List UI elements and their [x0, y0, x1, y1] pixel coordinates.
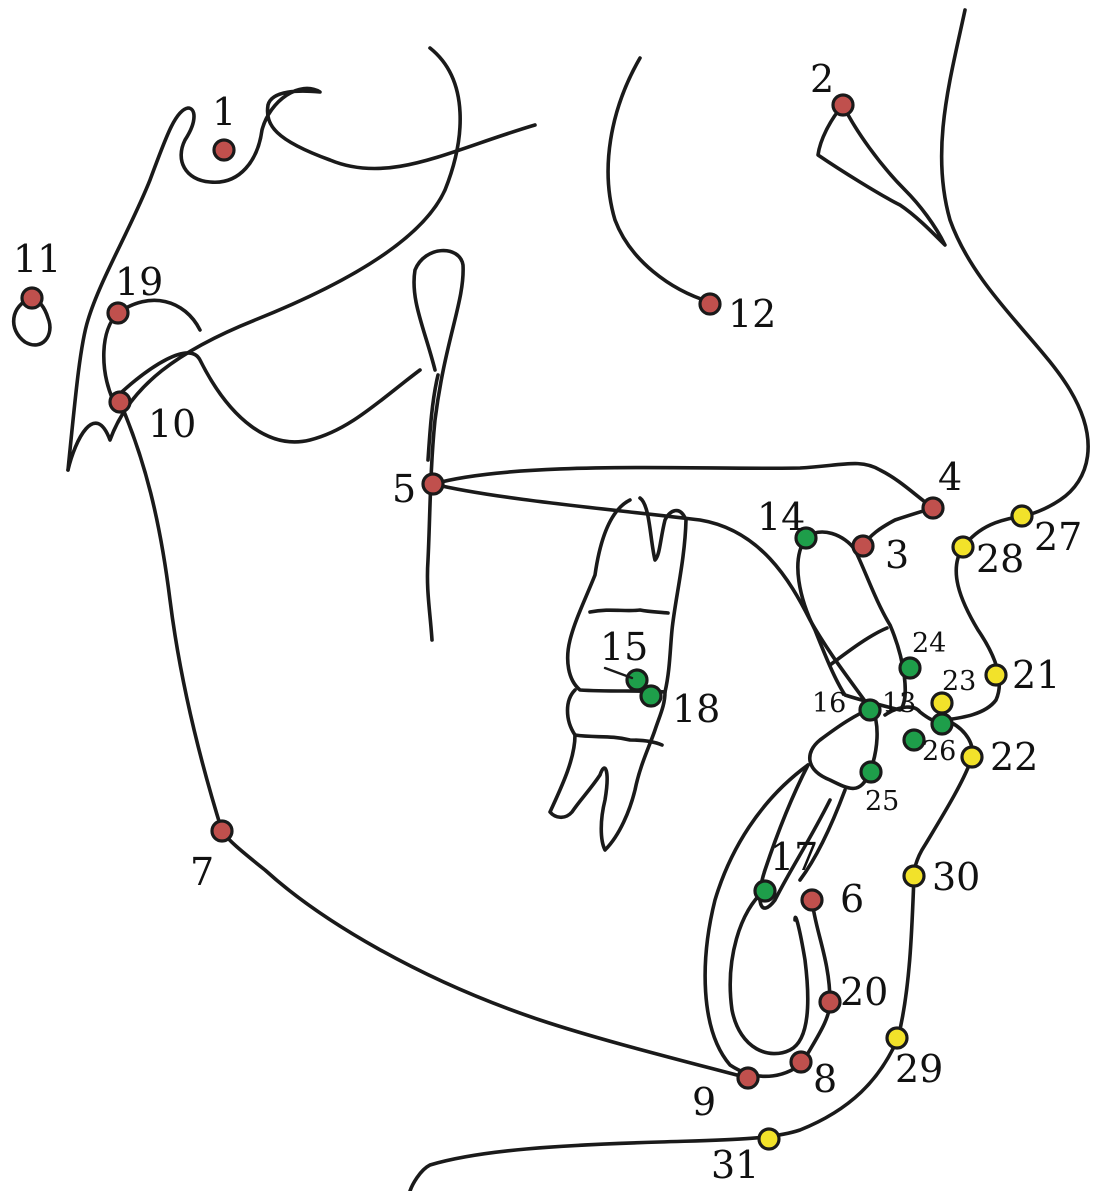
- landmark-9-point: [738, 1068, 758, 1088]
- nasal-bone-outline: [818, 105, 945, 245]
- landmark-6-point: [802, 890, 822, 910]
- landmark-27-label: 27: [1034, 515, 1082, 559]
- palatal-plane-upper: [433, 464, 933, 508]
- landmark-25-label: 25: [865, 786, 899, 817]
- landmark-2-point: [833, 95, 853, 115]
- landmark-30-point: [904, 866, 924, 886]
- landmark-21-label: 21: [1012, 653, 1060, 697]
- landmark-3-label: 3: [885, 533, 909, 577]
- landmark-4-point: [923, 498, 943, 518]
- landmark-28-label: 28: [976, 537, 1024, 581]
- landmark-7-point: [212, 821, 232, 841]
- landmark-8-point: [791, 1052, 811, 1072]
- landmark-29-point: [887, 1028, 907, 1048]
- symphysis-outer: [705, 765, 830, 1076]
- landmark-20-point: [820, 992, 840, 1012]
- skull-outline-tracing: [14, 10, 1088, 1191]
- mandibular-border: [222, 831, 748, 1078]
- landmark-1-label: 1: [212, 90, 236, 134]
- landmark-25-point: [861, 762, 881, 782]
- chin-profile: [410, 875, 914, 1191]
- landmark-26-label: 26: [922, 736, 956, 767]
- landmark-29-label: 29: [895, 1047, 943, 1091]
- landmark-21-point: [986, 665, 1006, 685]
- lower-molar-outline: [550, 690, 665, 850]
- landmark-14-label: 14: [757, 495, 805, 539]
- landmark-24-label: 24: [912, 628, 946, 659]
- landmark-10-point: [110, 392, 130, 412]
- landmark-26-point: [932, 714, 952, 734]
- landmark-12-label: 12: [728, 292, 776, 336]
- landmark-17-point: [755, 881, 775, 901]
- landmark-13-label: 13: [882, 688, 916, 719]
- landmark-16-label: 16: [812, 688, 846, 719]
- landmark-22-label: 22: [990, 735, 1038, 779]
- landmark-11-label: 11: [13, 237, 61, 281]
- landmark-15-label: 15: [600, 625, 648, 669]
- landmark-7-label: 7: [190, 850, 214, 894]
- landmark-3-point: [853, 536, 873, 556]
- symphysis-inner: [730, 890, 808, 1054]
- landmark-9-label: 9: [692, 1080, 716, 1124]
- landmark-18-point: [641, 686, 661, 706]
- landmark-27-point: [1012, 506, 1032, 526]
- landmark-5-point: [423, 474, 443, 494]
- landmark-10-label: 10: [148, 402, 196, 446]
- landmark-2-label: 2: [810, 57, 834, 101]
- soft-tissue-profile: [942, 10, 1089, 516]
- landmark-18-label: 18: [672, 687, 720, 731]
- landmark-6-label: 6: [840, 877, 864, 921]
- landmark-4-label: 4: [938, 455, 962, 499]
- landmark-1-point: [214, 140, 234, 160]
- condyle-head-outline: [118, 300, 200, 330]
- landmark-28-point: [953, 537, 973, 557]
- landmark-23-label: 23: [942, 666, 976, 697]
- landmark-8-label: 8: [813, 1057, 837, 1101]
- landmark-13-point: [904, 730, 924, 750]
- landmark-19-point: [108, 303, 128, 323]
- landmark-17-label: 17: [770, 835, 818, 879]
- landmark-12-point: [700, 294, 720, 314]
- upper-molar-crown-line: [590, 610, 668, 613]
- landmark-20-label: 20: [840, 970, 888, 1014]
- ramus-posterior: [120, 402, 222, 831]
- upper-incisor-crown-line: [830, 628, 887, 665]
- landmark-16-point: [860, 700, 880, 720]
- landmark-19-label: 19: [115, 260, 163, 304]
- landmark-31-label: 31: [711, 1143, 759, 1187]
- orbit-outline: [608, 58, 710, 302]
- landmark-11-point: [22, 288, 42, 308]
- ptm-fissure-outline: [414, 251, 463, 640]
- landmark-24-point: [900, 658, 920, 678]
- landmark-5-label: 5: [392, 467, 416, 511]
- landmark-30-label: 30: [932, 855, 980, 899]
- landmark-31-point: [759, 1129, 779, 1149]
- landmark-22-point: [962, 747, 982, 767]
